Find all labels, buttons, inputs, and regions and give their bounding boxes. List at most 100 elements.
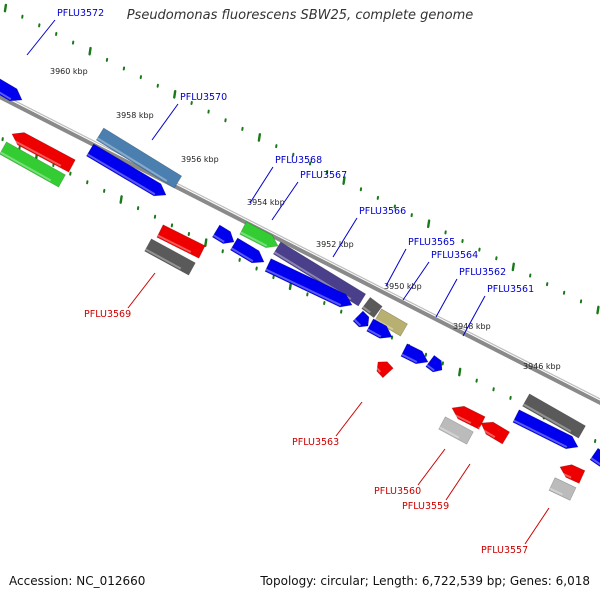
gene-label-leader	[417, 448, 446, 486]
gene-pflu3567-block-highlight	[212, 234, 225, 243]
gene-label-leader	[402, 261, 430, 301]
gene-label-pflu3559[interactable]: PFLU3559	[402, 501, 449, 512]
gene-pflu3563-b-highlight	[367, 328, 382, 338]
gene-pflu3571-r[interactable]	[11, 132, 76, 173]
gene-pflu3562[interactable]	[400, 343, 429, 365]
accession-text: Accession: NC_012660	[9, 574, 146, 588]
gene-pflu3558-highlight	[523, 403, 572, 433]
gene-label-pflu3565[interactable]: PFLU3565	[408, 237, 455, 248]
gene-pflu3557-r-highlight	[557, 470, 572, 479]
outer-scale-tick	[426, 219, 431, 229]
gene-label-pflu3557[interactable]: PFLU3557	[481, 545, 528, 556]
gene-label-pflu3570[interactable]: PFLU3570	[180, 92, 227, 103]
gene-pflu3563-b[interactable]	[366, 318, 393, 339]
scale-label: 3956 kbp	[181, 155, 219, 164]
gene-label-leader	[385, 248, 407, 287]
gene-pflu3566-b-highlight	[265, 268, 342, 307]
gene-pflu3557-highlight	[549, 487, 563, 496]
scale-label: 3950 kbp	[384, 282, 422, 291]
gene-pflu3564-highlight	[375, 318, 394, 331]
gene-label-leader	[127, 272, 156, 309]
outer-scale-tick	[511, 262, 515, 272]
gene-pflu3563[interactable]	[376, 361, 394, 379]
gene-pflu3557-r[interactable]	[559, 464, 586, 484]
outer-scale-tick	[596, 305, 600, 315]
gene-pflu3556[interactable]	[589, 447, 600, 467]
gene-label-pflu3561[interactable]: PFLU3561	[487, 284, 534, 295]
inner-scale-tick	[288, 281, 293, 291]
scale-label: 3952 kbp	[316, 240, 354, 249]
gene-pflu3558-b-highlight	[513, 419, 568, 448]
gene-label-pflu3564[interactable]: PFLU3564	[431, 250, 478, 261]
gene-pflu3562-highlight	[401, 353, 418, 363]
gene-label-pflu3568[interactable]: PFLU3568	[275, 155, 322, 166]
gene-pflu3559[interactable]	[438, 416, 474, 445]
gene-pflu3567-highlight	[230, 247, 254, 263]
scale-label: 3948 kbp	[453, 322, 491, 331]
map-title: Pseudomonas fluorescens SBW25, complete …	[126, 8, 474, 23]
gene-pflu3564-b[interactable]	[352, 310, 370, 328]
gene-label-pflu3563[interactable]: PFLU3563	[292, 437, 339, 448]
gene-label-pflu3560[interactable]: PFLU3560	[374, 486, 421, 497]
gene-pflu3564-b-highlight	[353, 318, 362, 327]
gene-pflu3567[interactable]	[229, 237, 265, 264]
gene-label-pflu3562[interactable]: PFLU3562	[459, 267, 506, 278]
genome-backbone	[0, 94, 600, 406]
scale-label: 3946 kbp	[523, 362, 561, 371]
inner-scale-tick	[119, 195, 123, 204]
gene-label-leader	[462, 295, 486, 337]
gene-pflu3569-r-highlight	[157, 234, 192, 253]
gene-pflu3560-highlight	[449, 411, 472, 424]
gene-pflu3571-highlight	[86, 153, 156, 196]
gene-pflu3559-highlight	[439, 426, 460, 439]
inner-scale-tick	[204, 238, 208, 247]
gene-pflu3559-r[interactable]	[480, 421, 511, 445]
gene-label-leader	[445, 463, 471, 501]
gene-pflu3572[interactable]	[0, 78, 23, 102]
gene-label-pflu3569[interactable]: PFLU3569	[84, 309, 131, 320]
gene-label-pflu3567[interactable]: PFLU3567	[300, 170, 347, 181]
gene-pflu3558-b[interactable]	[512, 409, 579, 450]
inner-scale-tick	[458, 367, 462, 377]
gene-pflu3570-highlight	[96, 137, 168, 182]
gene-label-leader	[249, 166, 274, 204]
gene-pflu3563-highlight	[373, 364, 382, 373]
gene-pflu3569[interactable]	[144, 238, 196, 276]
genome-backbone-highlight	[0, 92, 600, 400]
gene-pflu3561-highlight	[426, 364, 435, 372]
gene-label-leader	[26, 19, 56, 56]
gene-pflu3570[interactable]	[95, 127, 183, 189]
gene-pflu3569-g-highlight	[0, 151, 52, 182]
gene-pflu3567-block[interactable]	[211, 224, 235, 244]
gene-pflu3558[interactable]	[522, 393, 586, 439]
outer-scale-tick	[3, 3, 8, 13]
gene-pflu3564[interactable]	[374, 308, 408, 337]
outer-scale-tick	[257, 133, 262, 142]
gene-pflu3569-highlight	[145, 248, 182, 270]
scale-label: 3960 kbp	[50, 67, 88, 76]
scale-label: 3958 kbp	[116, 111, 154, 120]
gene-pflu3561[interactable]	[425, 354, 443, 373]
outer-scale-tick	[342, 176, 346, 185]
gene-pflu3568[interactable]	[239, 221, 279, 248]
gene-label-leader	[524, 507, 550, 545]
gene-pflu3566-b[interactable]	[264, 258, 353, 308]
gene-pflu3569-g[interactable]	[0, 141, 66, 188]
gene-pflu3565[interactable]	[361, 296, 383, 319]
gene-label-leader	[151, 103, 179, 141]
gene-pflu3557[interactable]	[548, 477, 577, 501]
gene-label-leader	[435, 278, 458, 318]
gene-pflu3568-highlight	[240, 231, 268, 247]
gene-label-pflu3572[interactable]: PFLU3572	[57, 8, 104, 19]
gene-pflu3571-r-highlight	[9, 137, 62, 167]
outer-scale-tick	[173, 90, 177, 99]
gene-pflu3569-r[interactable]	[156, 224, 206, 259]
gene-label-leader	[335, 401, 363, 437]
gene-label-pflu3566[interactable]: PFLU3566	[359, 206, 406, 217]
topology-text: Topology: circular; Length: 6,722,539 bp…	[260, 574, 590, 588]
outer-scale-tick	[88, 46, 92, 56]
gene-pflu3556-highlight	[590, 457, 600, 466]
gene-pflu3571[interactable]	[86, 143, 167, 197]
gene-pflu3559-r-highlight	[477, 426, 496, 439]
